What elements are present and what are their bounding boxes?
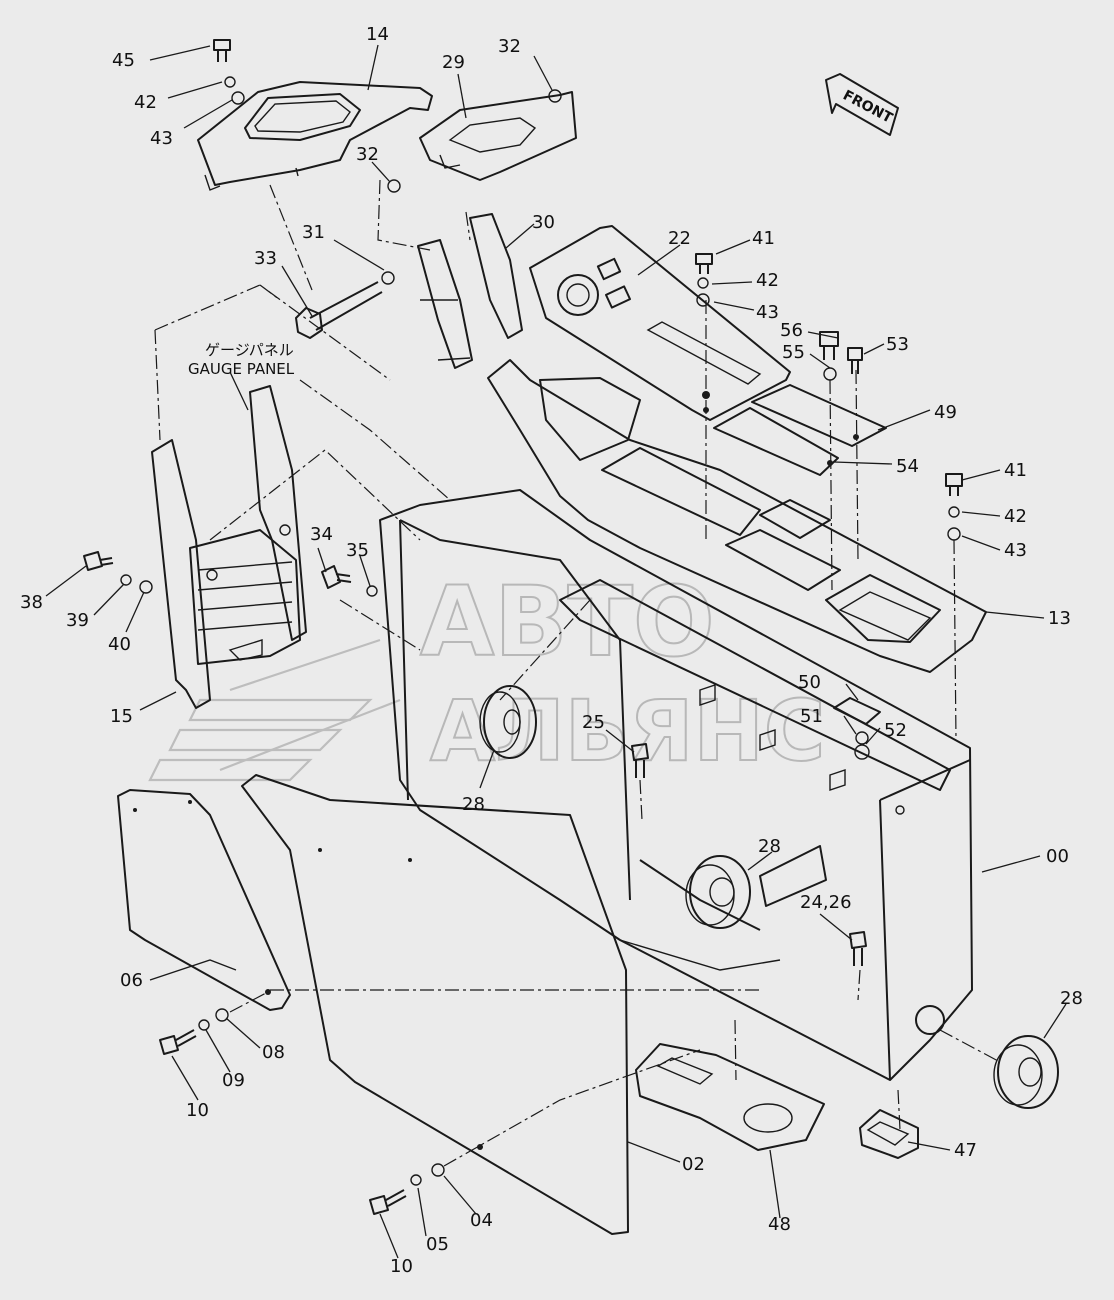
callout-25: 25 [582, 712, 605, 733]
watermark: АВТО АЛЬЯНС [148, 565, 826, 782]
callout-55: 55 [782, 342, 805, 363]
part-29-plate [419, 91, 577, 181]
part-47-grommet [859, 1109, 919, 1159]
callout-28: 28 [758, 836, 781, 857]
callout-00: 00 [1046, 846, 1069, 867]
callouts: 45 42 43 14 29 32 32 31 30 33 22 41 42 4… [20, 24, 1083, 1277]
part-48-cover [635, 1043, 825, 1151]
callout-52: 52 [884, 720, 907, 741]
part-28-grommet-c [993, 1035, 1059, 1109]
callout-32: 32 [498, 36, 521, 57]
watermark-line2: АЛЬЯНС [430, 682, 825, 780]
gauge-panel-label-jp: ゲージパネル [205, 341, 294, 359]
part-22-plate [529, 225, 791, 421]
callout-35: 35 [346, 540, 369, 561]
centerlines [209, 179, 1001, 1167]
callout-33: 33 [254, 248, 277, 269]
front-label: FRONT [840, 87, 895, 126]
callout-49: 49 [934, 402, 957, 423]
part-02-panel [241, 774, 629, 1235]
part-15-gauge-frame [151, 385, 307, 709]
callout-56: 56 [780, 320, 803, 341]
callout-34: 34 [310, 524, 333, 545]
part-28-grommet-a [479, 685, 537, 759]
gauge-panel-label-en: GAUGE PANEL [188, 360, 295, 378]
callout-32: 32 [356, 144, 379, 165]
part-06-panel [117, 789, 291, 1011]
part-28-grommet-b [685, 855, 751, 929]
callout-48: 48 [768, 1214, 791, 1235]
callout-28: 28 [1060, 988, 1083, 1009]
callout-29: 29 [442, 52, 465, 73]
callout-42: 42 [134, 92, 157, 113]
callout-42: 42 [756, 270, 779, 291]
watermark-line1: АВТО [420, 566, 715, 678]
callout-43: 43 [150, 128, 173, 149]
callout-22: 22 [668, 228, 691, 249]
callout-04: 04 [470, 1210, 493, 1231]
callout-10: 10 [390, 1256, 413, 1277]
part-14-cover [197, 81, 433, 191]
callout-30: 30 [532, 212, 555, 233]
callout-41: 41 [752, 228, 775, 249]
callout-47: 47 [954, 1140, 977, 1161]
part-49-plate [751, 384, 887, 447]
fasteners [83, 39, 963, 1215]
callout-08: 08 [262, 1042, 285, 1063]
leaders [45, 44, 1067, 1259]
callout-24-26: 24,26 [800, 892, 852, 913]
callout-54: 54 [896, 456, 919, 477]
callout-10: 10 [186, 1100, 209, 1121]
callout-09: 09 [222, 1070, 245, 1091]
callout-02: 02 [682, 1154, 705, 1175]
callout-28: 28 [462, 794, 485, 815]
part-00-frame [379, 489, 973, 1081]
callout-42: 42 [1004, 506, 1027, 527]
callout-14: 14 [366, 24, 389, 45]
callout-31: 31 [302, 222, 325, 243]
callout-40: 40 [108, 634, 131, 655]
callout-13: 13 [1048, 608, 1071, 629]
part-30-bracket [417, 213, 523, 369]
part-33-bolt [295, 271, 395, 339]
callout-05: 05 [426, 1234, 449, 1255]
part-54-plate [713, 407, 839, 476]
callout-06: 06 [120, 970, 143, 991]
callout-50: 50 [798, 672, 821, 693]
front-arrow: FRONT [825, 73, 899, 136]
callout-51: 51 [800, 706, 823, 727]
part-13-console [487, 359, 987, 673]
callout-39: 39 [66, 610, 89, 631]
callout-38: 38 [20, 592, 43, 613]
callout-41: 41 [1004, 460, 1027, 481]
callout-53: 53 [886, 334, 909, 355]
callout-15: 15 [110, 706, 133, 727]
callout-43: 43 [756, 302, 779, 323]
callout-43: 43 [1004, 540, 1027, 561]
callout-45: 45 [112, 50, 135, 71]
